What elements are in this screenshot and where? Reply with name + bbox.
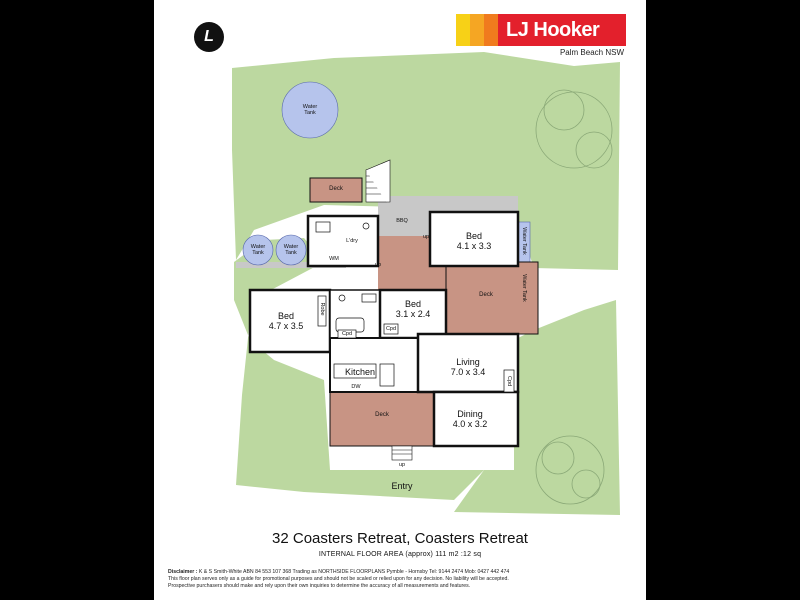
entry-label: Entry [391,481,413,491]
agency-badge-icon: L [194,22,224,52]
water-tank-west-1 [242,234,274,266]
water-word: Water [302,104,318,110]
cpd-label-west: Cpd [341,331,353,337]
up-label-bed: up [422,234,430,240]
up-label-laundry: up [374,262,382,268]
bed-east-label: Bed 4.1 x 3.3 [430,231,518,252]
living-label: Living 7.0 x 3.4 [418,357,518,378]
disclaimer-line-2: This floor plan serves only as a guide f… [168,575,509,582]
floor-plan-drawing [232,52,620,515]
water-tank-north-label: Water Tank [294,104,326,116]
logo-stripe-amber [470,14,484,46]
lawn-east [454,300,620,515]
cupboard-west [337,329,357,339]
vanity [361,293,377,303]
bed-east-floor [428,210,520,268]
water-tank-west-2 [275,234,307,266]
deck-north [309,177,363,203]
robe-label: Robe [319,302,326,316]
water-tank-deck-label: Water Tank [521,274,528,302]
tank-word: Tank [252,250,264,257]
bed-east-name: Bed [465,231,482,241]
disclaimer: Disclaimer : K & S Smith-White ABN 84 55… [168,569,634,589]
bed-west-size: 4.7 x 3.5 [268,320,304,331]
kitchen-label: Kitchen [344,367,376,377]
wm-label: WM [329,256,339,262]
tree-outline-north [535,89,613,169]
bed-centre-size: 3.1 x 2.4 [395,308,431,319]
logo-stripe-yellow [456,14,470,46]
laundry-label: L'dry [346,238,358,244]
landing-north [365,159,391,203]
bed-east-size: 4.1 x 3.3 [456,240,492,251]
cpd-label-living: Cpd [506,375,513,387]
cpd-label-centre: Cpd [385,326,397,332]
dining-label: Dining 4.0 x 3.2 [434,409,506,430]
water-word: Water [283,244,299,250]
water-tank-west-1-label: Water Tank [246,244,270,256]
floorplan-sheet: L LJ Hooker Palm Beach NSW [154,0,646,600]
laundry-toilet [362,222,370,230]
deck-east-label: Deck [479,292,493,298]
cupboard-living [503,369,515,393]
water-tank-east-label: Water Tank [521,227,528,255]
dw-label: DW [351,384,361,390]
dining-floor [432,390,520,448]
kitchen-bench [333,363,377,379]
bbq-label: BBQ [396,218,408,224]
lawn-west [234,238,484,500]
dining-name: Dining [457,409,483,419]
bed-west-name: Bed [277,311,294,321]
tank-word: Tank [285,250,297,257]
dining-size: 4.0 x 3.2 [452,418,488,429]
water-tank-west-2-label: Water Tank [279,244,303,256]
tank-word: Tank [304,110,316,117]
fridge [379,363,395,387]
internal-floor-area: INTERNAL FLOOR AREA (approx) 111 m2 :12 … [318,551,482,558]
deck-south [329,391,435,447]
water-tank-north [281,81,339,139]
cupboard-centre [383,323,399,335]
disclaimer-label: Disclaimer : [168,569,198,575]
living-size: 7.0 x 3.4 [450,366,486,377]
bed-centre-name: Bed [404,299,421,309]
wardrobe [317,295,327,327]
bed-west-label: Bed 4.7 x 3.5 [250,311,322,332]
stairs-south [391,445,413,461]
disclaimer-line-3: Prospective purchasers should make and r… [168,582,471,589]
living-floor [416,332,520,394]
up-label-entry: up [398,462,406,468]
deck-south-label: Deck [375,412,389,418]
water-word: Water [250,244,266,250]
living-name: Living [456,357,480,367]
bed-centre-label: Bed 3.1 x 2.4 [380,299,446,320]
property-address: 32 Coasters Retreat, Coasters Retreat [272,530,528,547]
branch-name: Palm Beach NSW [559,48,624,57]
disclaimer-line-1: K & S Smith-White ABN 84 553 107 368 Tra… [198,569,510,575]
tree-outline-south [535,435,605,505]
laundry-tub [315,221,331,233]
toilet [338,294,346,302]
deck-north-label: Deck [329,186,343,192]
bed-west-floor [248,288,332,354]
lj-hooker-logo[interactable]: LJ Hooker [456,14,626,46]
logo-stripe-orange [484,14,498,46]
logo-wordmark: LJ Hooker [498,14,626,46]
